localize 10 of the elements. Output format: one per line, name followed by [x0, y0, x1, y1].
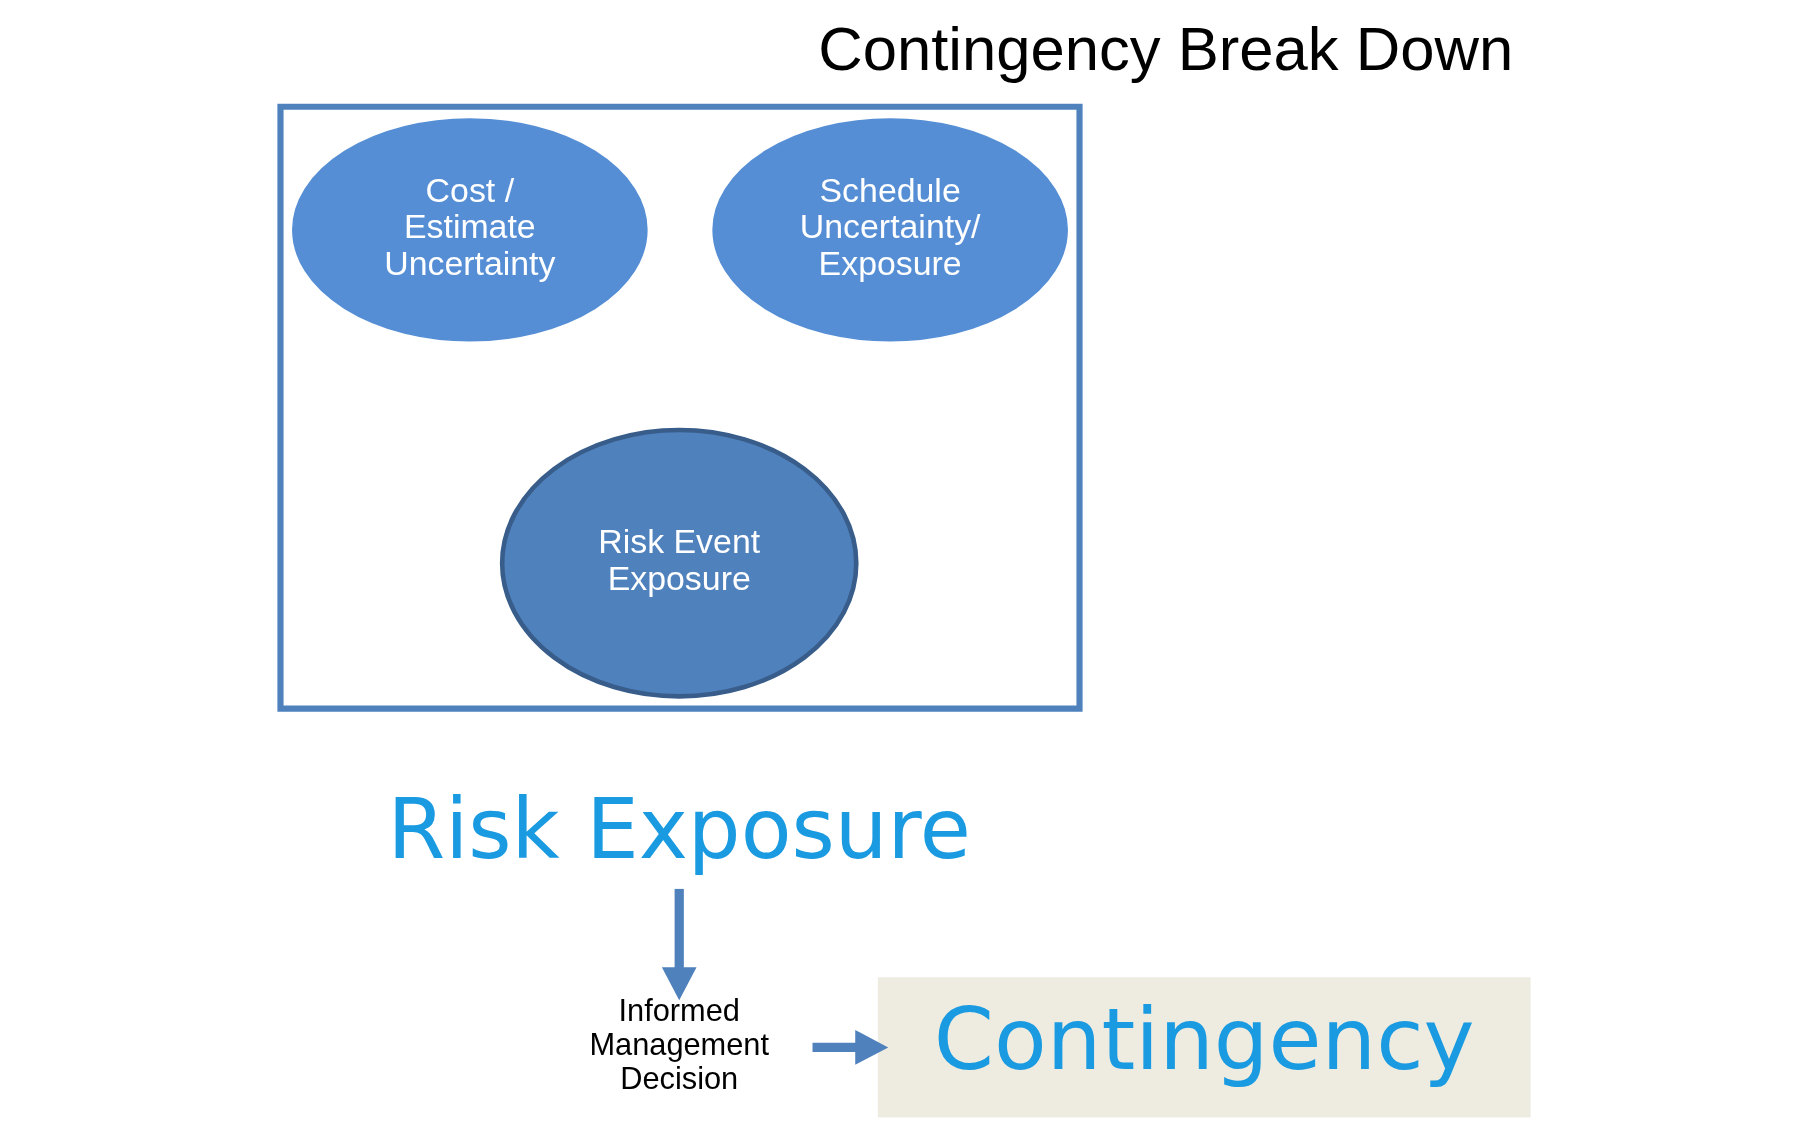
- node-box: Contingency: [877, 977, 1531, 1118]
- node-ellipse: Schedule Uncertainty/ Exposure: [711, 118, 1068, 342]
- node-ellipse: Cost / Estimate Uncertainty: [291, 118, 648, 342]
- diagram-title: Contingency Break Down: [817, 13, 1513, 83]
- node-text: Risk Exposure: [386, 781, 971, 879]
- arrow: [661, 888, 697, 1001]
- node-ellipse: Risk Event Exposure: [499, 427, 859, 699]
- node-text: Informed Management Decision: [588, 993, 769, 1096]
- arrow: [812, 1030, 888, 1065]
- cluster: [276, 103, 1083, 712]
